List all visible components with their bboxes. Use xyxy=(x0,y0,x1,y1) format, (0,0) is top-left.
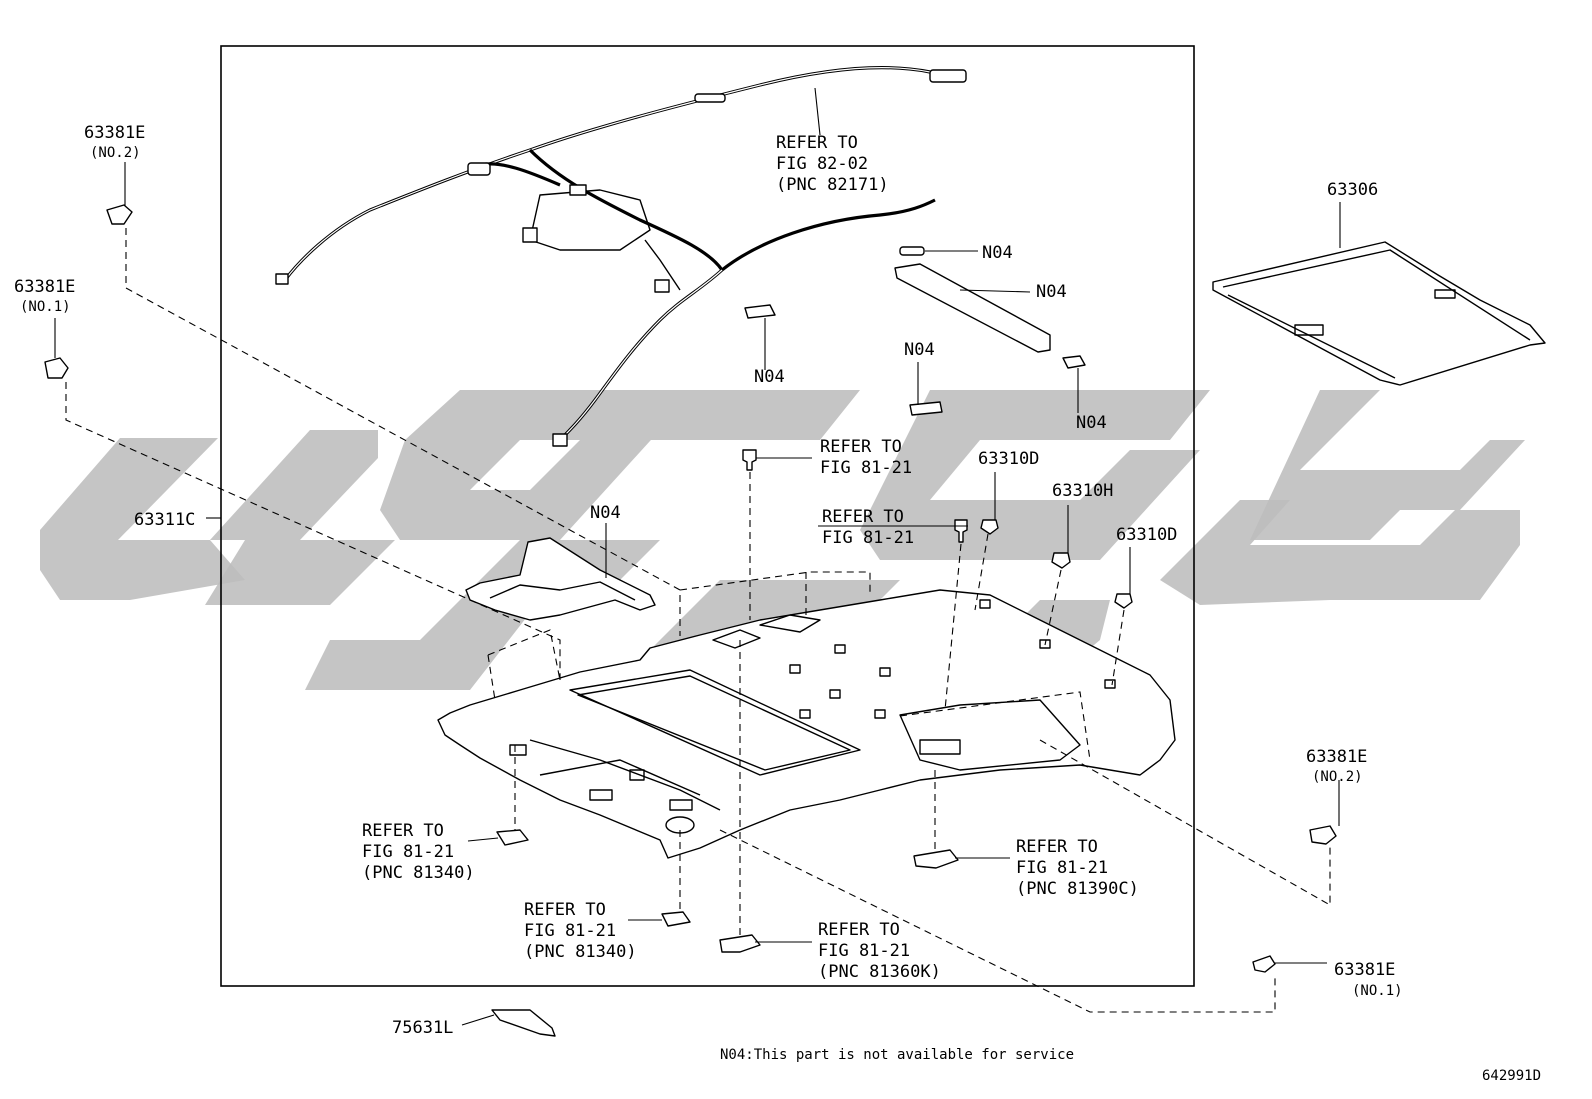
part-number: N04 xyxy=(904,340,935,360)
part-qualifier: (NO.1) xyxy=(20,299,71,315)
n04-pad-2 xyxy=(744,304,776,319)
leader-lines xyxy=(54,87,1341,1026)
assembly-frame xyxy=(220,45,1195,987)
part-number: 63381E xyxy=(84,123,145,143)
callout-line: (PNC 81390C) xyxy=(1016,879,1139,899)
callout-line: (PNC 81340) xyxy=(362,863,475,883)
part-qualifier: (NO.2) xyxy=(90,145,141,161)
callout-line: REFER TO xyxy=(822,507,904,527)
callout-line: REFER TO xyxy=(1016,837,1098,857)
part-number: 63310D xyxy=(1116,525,1177,545)
callout-line: REFER TO xyxy=(524,900,606,920)
lamp-81340-left xyxy=(496,829,529,846)
callout-line: FIG 82-02 xyxy=(776,154,868,174)
part-number: N04 xyxy=(590,503,621,523)
callout-line: REFER TO xyxy=(818,920,900,940)
callout-lamp-left: REFER TO FIG 81-21 (PNC 81340) xyxy=(362,821,475,883)
callout-line: REFER TO xyxy=(820,437,902,457)
part-number: 63381E xyxy=(1334,960,1395,980)
bracket-75631l xyxy=(491,1009,556,1037)
fasteners xyxy=(44,204,1337,1037)
callout-line: FIG 81-21 xyxy=(524,921,616,941)
part-number: 63306 xyxy=(1327,180,1378,200)
callout-line: (PNC 82171) xyxy=(776,175,889,195)
clip-63381e-no2-left xyxy=(106,204,133,225)
callout-lamp-right: REFER TO FIG 81-21 (PNC 81390C) xyxy=(1016,837,1139,899)
part-labels: 63381E (NO.2) 63381E (NO.1) 63381E (NO.2… xyxy=(14,123,1403,1038)
part-number: 63310D xyxy=(978,449,1039,469)
n04-pad-3 xyxy=(909,401,943,416)
callout-line: (PNC 81340) xyxy=(524,942,637,962)
callout-line: FIG 81-21 xyxy=(1016,858,1108,878)
part-number: N04 xyxy=(1076,413,1107,433)
part-number: 63311C xyxy=(134,510,195,530)
part-number: N04 xyxy=(982,243,1013,263)
diagram-id: 642991D xyxy=(1482,1068,1541,1084)
clip-63381e-no2-right xyxy=(1309,825,1337,845)
part-number: N04 xyxy=(754,367,785,387)
clip-63310h xyxy=(1051,552,1071,569)
callout-lamp-front: REFER TO FIG 81-21 (PNC 81360K) xyxy=(818,920,941,982)
callout-line: FIG 81-21 xyxy=(818,941,910,961)
callout-line: REFER TO xyxy=(776,133,858,153)
lamp-81340-center xyxy=(661,911,691,927)
part-number: 63381E xyxy=(14,277,75,297)
sunshade-part xyxy=(1212,241,1546,386)
n04-pad-1 xyxy=(899,246,925,256)
callout-line: FIG 81-21 xyxy=(820,458,912,478)
projection-lines xyxy=(65,228,1331,1013)
clip-63310d-1 xyxy=(980,519,999,535)
n04-parts xyxy=(744,246,1086,416)
callout-harness: REFER TO FIG 82-02 (PNC 82171) xyxy=(776,133,889,195)
callout-line: REFER TO xyxy=(362,821,444,841)
callout-lamp-center: REFER TO FIG 81-21 (PNC 81340) xyxy=(524,900,637,962)
n04-pad-4 xyxy=(1062,355,1086,369)
lamp-81360k xyxy=(719,934,761,953)
clip-63381e-no1-left xyxy=(44,357,69,379)
part-number: 63310H xyxy=(1052,481,1113,501)
n04-strip xyxy=(894,263,1051,353)
screw-top xyxy=(742,449,757,471)
callout-line: (PNC 81360K) xyxy=(818,962,941,982)
callout-screw-top: REFER TO FIG 81-21 xyxy=(820,437,912,478)
service-note: N04:This part is not available for servi… xyxy=(720,1047,1074,1063)
callout-line: FIG 81-21 xyxy=(362,842,454,862)
clip-63310d-2 xyxy=(1114,593,1133,609)
part-qualifier: (NO.1) xyxy=(1352,983,1403,999)
clip-63381e-no1-right xyxy=(1252,955,1276,973)
lamp-81390c xyxy=(913,849,959,869)
part-number: N04 xyxy=(1036,282,1067,302)
lamp-bracket-n04 xyxy=(465,537,656,621)
part-number: 63381E xyxy=(1306,747,1367,767)
callout-screw-mid: REFER TO FIG 81-21 xyxy=(822,507,914,548)
callout-line: FIG 81-21 xyxy=(822,528,914,548)
part-number: 75631L xyxy=(392,1018,453,1038)
roof-wire-harness xyxy=(275,65,967,447)
headliner-part xyxy=(437,589,1176,859)
part-qualifier: (NO.2) xyxy=(1312,769,1363,785)
